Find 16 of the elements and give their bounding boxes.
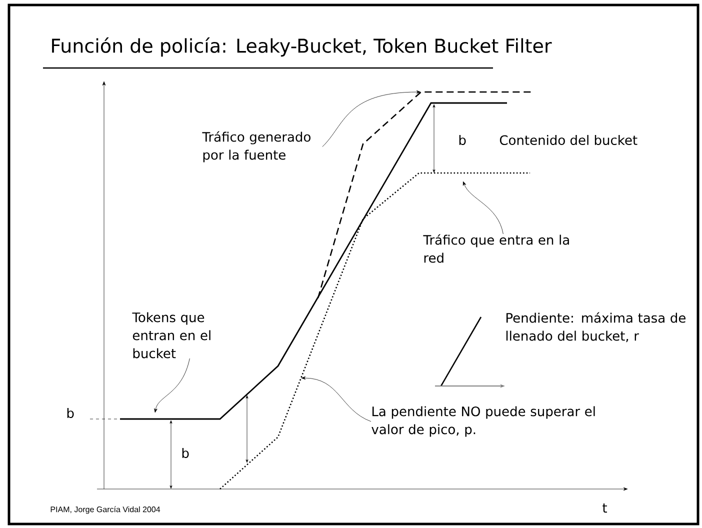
leader-line (154, 358, 190, 413)
axis-label: t (602, 503, 607, 513)
leader-line (322, 90, 421, 147)
title: Función de policía: Leaky-Bucket, Token Bucket Filter (52, 37, 552, 57)
dimension-label: b (459, 134, 466, 146)
callout-text: Tráfico generado por la fuente (202, 131, 310, 162)
leader-line (301, 376, 372, 422)
dimension-label: b (182, 448, 189, 458)
callout-text: Tráfico que entra en la red (423, 234, 569, 263)
annotation-text: Pendiente: máxima tasa de llenado del bucket, r (506, 312, 686, 342)
footer-text: PIAM, Jorge García Vidal 2004 (50, 506, 160, 514)
callout-text: Tokens que entran en el bucket (132, 312, 210, 358)
callout-text: La pendiente NO puede superar el valor de pico, p. (372, 406, 595, 437)
leader-line (462, 181, 504, 234)
axis-label: b (67, 408, 74, 418)
annotation-text: Contenido del bucket (500, 134, 638, 146)
